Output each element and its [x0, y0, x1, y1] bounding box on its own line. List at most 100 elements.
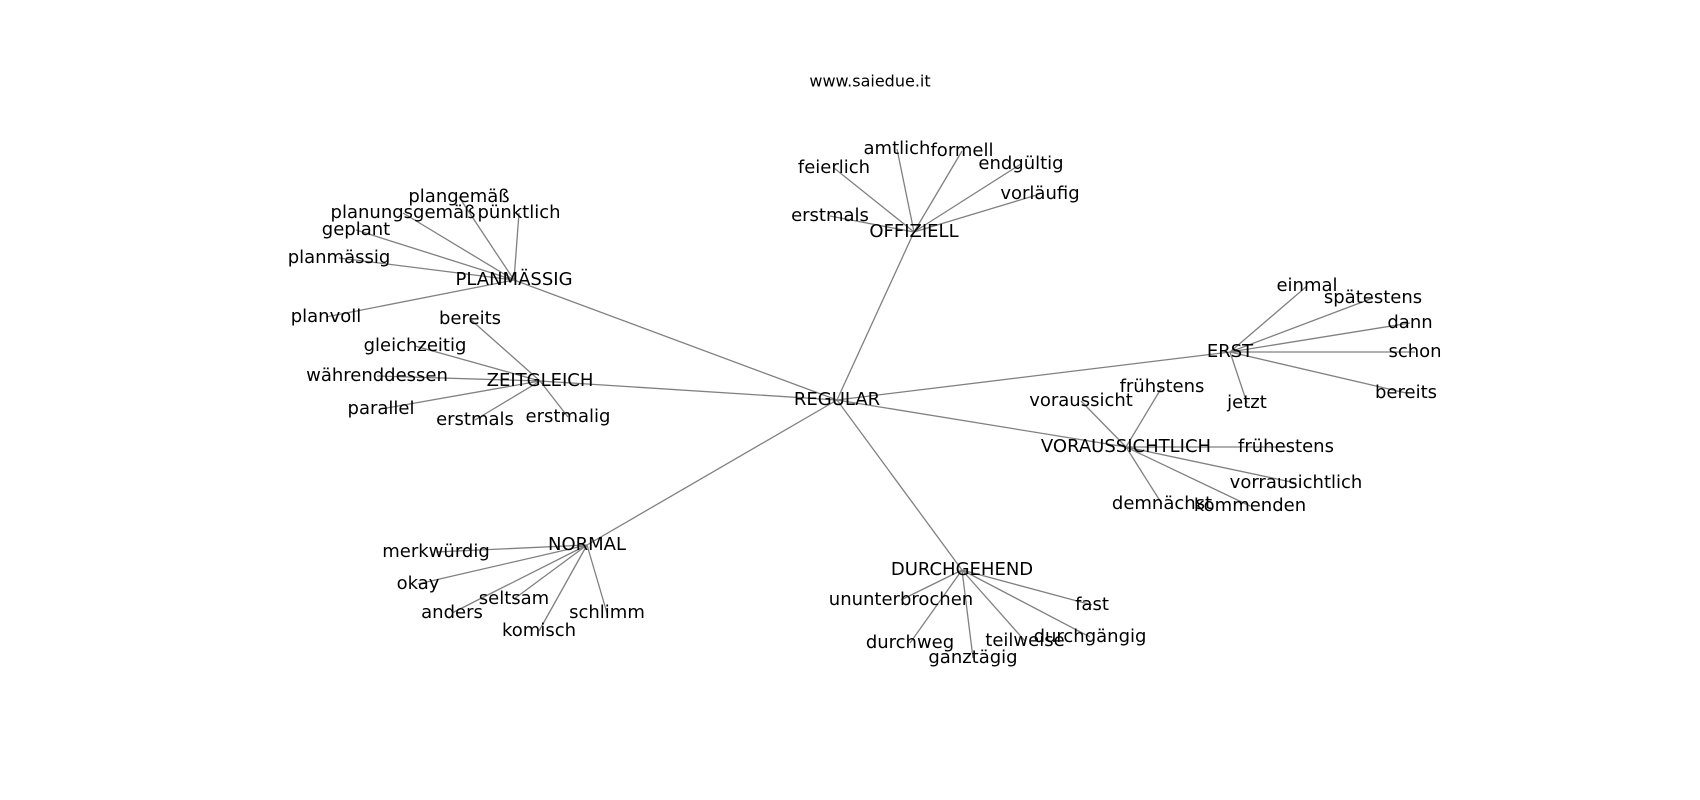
leaf-node-zeitgleich-waehrenddessen: währenddessen — [306, 365, 448, 386]
edge-durchgehend-to-durchgehend-teilweise — [961, 569, 1026, 642]
edge-erst-to-erst-dann — [1229, 322, 1411, 353]
hub-node-erst: ERST — [1207, 341, 1254, 362]
site-watermark: www.saiedue.it — [809, 72, 930, 91]
leaf-node-durchgehend-ununterbrochen: ununterbrochen — [829, 589, 973, 610]
leaf-node-voraussichtlich-kommenden: kommenden — [1194, 495, 1306, 516]
edge-voraussichtlich-to-voraussichtlich-demnaechst — [1125, 446, 1163, 505]
leaf-node-zeitgleich-gleichzeitig: gleichzeitig — [364, 335, 467, 356]
edge-offiziell-to-offiziell-erstmals — [829, 215, 915, 233]
leaf-node-normal-komisch: komisch — [502, 620, 576, 641]
edge-planmaessig-to-planmaessig-planmaessig — [338, 257, 515, 281]
edge-normal-to-normal-merkwuerdig — [435, 544, 588, 553]
leaf-node-voraussichtlich-demnaechst: demnächst — [1112, 493, 1212, 514]
root-node-regular: REGULAR — [794, 389, 880, 410]
leaf-node-erst-spaetestens: spätestens — [1324, 287, 1422, 308]
leaf-node-durchgehend-fast: fast — [1075, 594, 1109, 615]
leaf-node-planmaessig-puenktlich: pünktlich — [477, 202, 560, 223]
leaf-node-offiziell-erstmals: erstmals — [791, 205, 869, 226]
edge-zeitgleich-to-zeitgleich-parallel — [380, 380, 541, 410]
leaf-node-durchgehend-durchgaengig: durchgängig — [1034, 626, 1147, 647]
leaf-node-planmaessig-planungsgemaess: planungsgemäß — [331, 202, 476, 223]
leaf-node-normal-okay: okay — [397, 573, 440, 594]
leaf-node-planmaessig-planvoll: planvoll — [291, 306, 362, 327]
leaf-node-voraussichtlich-voraussicht: voraussicht — [1029, 390, 1133, 411]
edge-regular-to-durchgehend — [836, 399, 963, 571]
leaf-node-planmaessig-plangemaess: plangemäß — [408, 186, 509, 207]
hub-node-planmaessig: PLANMÄSSIG — [455, 269, 572, 290]
edge-zeitgleich-to-zeitgleich-erstmalig — [539, 380, 569, 418]
leaf-node-voraussichtlich-fruehstens: frühstens — [1120, 376, 1205, 397]
leaf-node-durchgehend-durchweg: durchweg — [866, 632, 954, 653]
edge-regular-to-erst — [836, 351, 1231, 401]
edge-zeitgleich-to-zeitgleich-bereits — [469, 318, 541, 382]
edge-voraussichtlich-to-voraussichtlich-kommenden — [1125, 446, 1251, 507]
edge-normal-to-normal-anders — [451, 544, 588, 614]
leaf-node-erst-jetzt: jetzt — [1226, 392, 1267, 413]
leaf-node-normal-seltsam: seltsam — [479, 588, 549, 609]
hub-node-offiziell: OFFIZIELL — [869, 221, 958, 242]
edge-offiziell-to-offiziell-formell — [913, 150, 963, 233]
edge-normal-to-normal-schlimm — [586, 544, 608, 614]
edge-offiziell-to-offiziell-vorlaeufig — [913, 193, 1041, 233]
leaf-node-erst-bereits: bereits — [1375, 382, 1437, 403]
edge-normal-to-normal-komisch — [538, 544, 588, 632]
leaf-node-normal-schlimm: schlimm — [569, 602, 645, 623]
edge-durchgehend-to-durchgehend-ununterbrochen — [900, 569, 963, 601]
edge-zeitgleich-to-zeitgleich-gleichzeitig — [414, 345, 541, 382]
edges-layer — [325, 148, 1415, 659]
leaf-node-planmaessig-geplant: geplant — [322, 219, 390, 240]
edge-erst-to-erst-bereits — [1229, 351, 1407, 394]
edge-regular-to-voraussichtlich — [836, 399, 1127, 448]
edge-regular-to-offiziell — [836, 231, 915, 401]
edge-normal-to-normal-seltsam — [513, 544, 588, 600]
leaf-node-offiziell-endgueltig: endgültig — [978, 153, 1063, 174]
leaf-node-durchgehend-teilweise: teilweise — [985, 630, 1064, 651]
hub-node-voraussichtlich: VORAUSSICHTLICH — [1041, 436, 1211, 457]
edge-regular-to-zeitgleich — [539, 380, 838, 401]
edge-offiziell-to-offiziell-endgueltig — [913, 163, 1022, 233]
leaf-node-offiziell-amtlich: amtlich — [864, 138, 931, 159]
edge-zeitgleich-to-zeitgleich-waehrenddessen — [376, 375, 541, 382]
edge-durchgehend-to-durchgehend-fast — [961, 569, 1093, 606]
edge-voraussichtlich-to-voraussichtlich-vorrausichtlich — [1125, 446, 1297, 484]
leaf-node-offiziell-formell: formell — [930, 140, 993, 161]
hub-node-zeitgleich: ZEITGLEICH — [487, 370, 594, 391]
edge-zeitgleich-to-zeitgleich-erstmals — [474, 380, 541, 421]
edge-planmaessig-to-planmaessig-planvoll — [325, 279, 515, 318]
leaf-node-zeitgleich-erstmalig: erstmalig — [526, 406, 611, 427]
edge-voraussichtlich-to-voraussichtlich-voraussicht — [1080, 400, 1127, 448]
leaf-node-normal-anders: anders — [421, 602, 483, 623]
edge-planmaessig-to-planmaessig-plangemaess — [458, 196, 515, 281]
leaf-node-durchgehend-ganztaegig: ganztägig — [928, 647, 1017, 668]
edge-durchgehend-to-durchgehend-durchweg — [909, 569, 963, 644]
edge-planmaessig-to-planmaessig-puenktlich — [513, 212, 520, 281]
leaf-node-voraussichtlich-fruehestens: frühestens — [1238, 436, 1334, 457]
edge-regular-to-normal — [586, 399, 838, 546]
leaf-node-zeitgleich-bereits: bereits — [439, 308, 501, 329]
leaf-node-planmaessig-planmaessig: planmässig — [288, 247, 391, 268]
hub-node-durchgehend: DURCHGEHEND — [891, 559, 1033, 580]
leaf-node-voraussichtlich-vorrausichtlich: vorrausichtlich — [1230, 472, 1363, 493]
edge-durchgehend-to-durchgehend-durchgaengig — [961, 569, 1091, 638]
leaf-node-offiziell-feierlich: feierlich — [798, 157, 870, 178]
leaf-node-erst-dann: dann — [1387, 312, 1432, 333]
leaf-node-erst-einmal: einmal — [1276, 275, 1337, 296]
edge-normal-to-normal-okay — [417, 544, 588, 585]
leaf-node-zeitgleich-erstmals: erstmals — [436, 409, 514, 430]
edge-erst-to-erst-spaetestens — [1229, 297, 1374, 353]
leaf-node-zeitgleich-parallel: parallel — [348, 398, 415, 419]
edge-planmaessig-to-planmaessig-geplant — [355, 229, 515, 281]
hub-node-normal: NORMAL — [548, 534, 626, 555]
edge-regular-to-planmaessig — [513, 279, 838, 401]
leaf-node-offiziell-vorlaeufig: vorläufig — [1000, 183, 1079, 204]
edge-erst-to-erst-jetzt — [1229, 351, 1248, 404]
edge-offiziell-to-offiziell-amtlich — [896, 148, 915, 233]
edge-durchgehend-to-durchgehend-ganztaegig — [961, 569, 974, 659]
leaf-node-normal-merkwuerdig: merkwürdig — [382, 541, 490, 562]
edge-voraussichtlich-to-voraussichtlich-fruehstens — [1125, 386, 1163, 448]
leaf-node-erst-schon: schon — [1388, 341, 1441, 362]
edge-offiziell-to-offiziell-feierlich — [833, 167, 915, 233]
edge-erst-to-erst-einmal — [1229, 285, 1308, 353]
